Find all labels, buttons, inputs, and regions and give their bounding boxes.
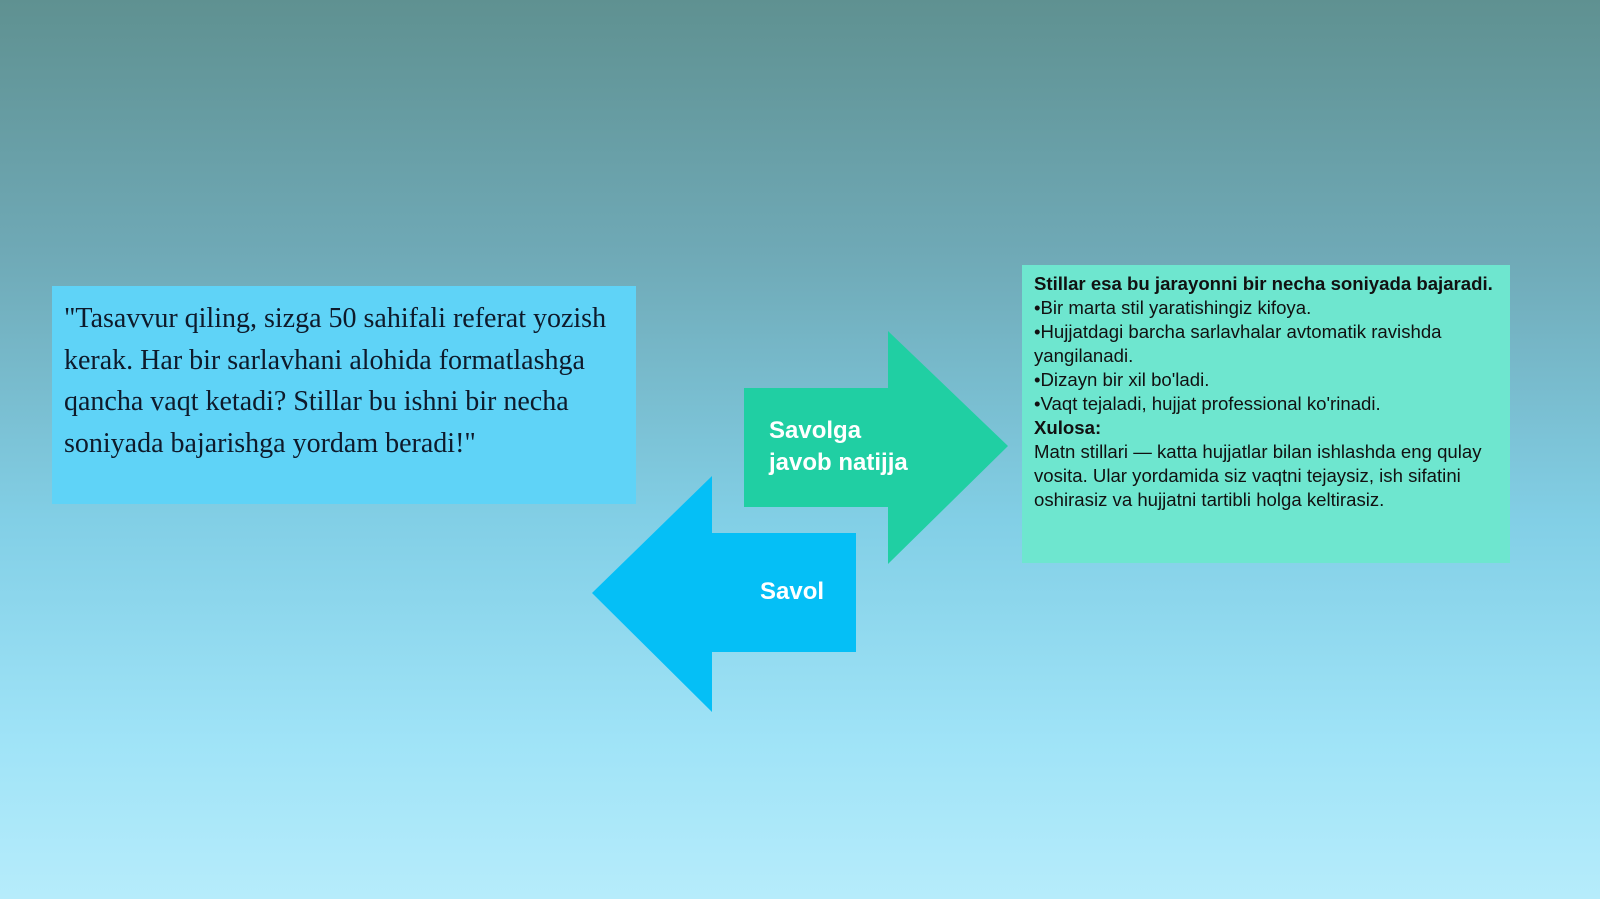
bullet-item: •Bir marta stil yaratishingiz kifoya. bbox=[1034, 297, 1312, 318]
answer-box: Stillar esa bu jarayonni bir necha soniy… bbox=[1022, 265, 1510, 563]
bullet-item: •Dizayn bir xil bo'ladi. bbox=[1034, 369, 1210, 390]
question-arrow bbox=[592, 476, 856, 712]
quote-box: "Tasavvur qiling, sizga 50 sahifali refe… bbox=[52, 286, 636, 504]
question-arrow-label: Savol bbox=[760, 578, 825, 605]
conclusion-text: Matn stillari — katta hujjatlar bilan is… bbox=[1034, 441, 1482, 510]
bullet-item: •Vaqt tejaladi, hujjat professional ko'r… bbox=[1034, 393, 1381, 414]
conclusion-label: Xulosa: bbox=[1034, 417, 1102, 438]
quote-text: "Tasavvur qiling, sizga 50 sahifali refe… bbox=[64, 303, 607, 459]
answer-arrow bbox=[744, 331, 1008, 564]
bullet-item: •Hujjatdagi barcha sarlavhalar avtomatik… bbox=[1034, 321, 1442, 366]
answer-heading: Stillar esa bu jarayonni bir necha soniy… bbox=[1034, 273, 1493, 294]
answer-arrow-label-line2: javob natijja bbox=[769, 449, 908, 476]
answer-arrow-label: Savolga javob natijja bbox=[769, 415, 949, 479]
answer-arrow-label-line1: Savolga bbox=[769, 417, 862, 444]
